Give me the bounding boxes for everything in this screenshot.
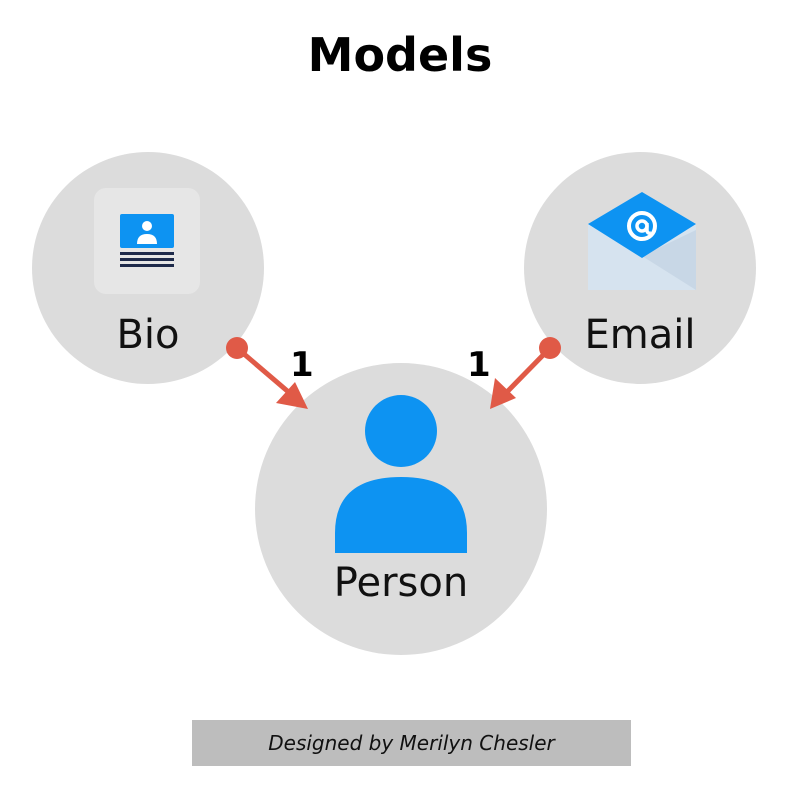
email-cardinality: 1 [467, 345, 491, 385]
designer-credit: Designed by Merilyn Chesler [192, 720, 631, 766]
envelope-at-icon [586, 190, 698, 298]
bio-label: Bio [116, 312, 180, 358]
person-node: Person [255, 363, 547, 655]
person-label: Person [333, 560, 469, 606]
bio-to-person-arrow [226, 337, 308, 409]
email-label: Email [584, 312, 696, 358]
diagram-title: Models [307, 28, 493, 82]
bio-node: Bio [32, 152, 264, 384]
person-icon [333, 393, 469, 559]
email-node: Email [524, 152, 756, 384]
bio-cardinality: 1 [290, 345, 314, 385]
profile-card-icon [94, 188, 200, 298]
email-to-person-arrow [490, 337, 561, 409]
